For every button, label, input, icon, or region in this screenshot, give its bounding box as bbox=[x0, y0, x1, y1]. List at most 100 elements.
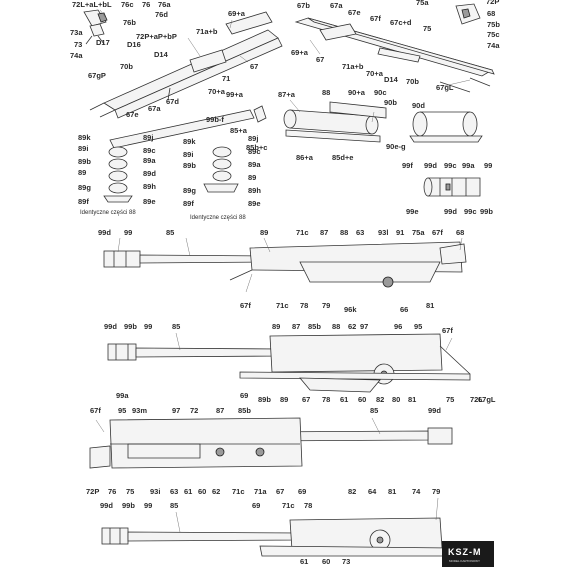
part-label: 89 bbox=[260, 228, 268, 237]
part-label: 97 bbox=[360, 322, 368, 331]
part-label: 85b bbox=[308, 322, 321, 331]
part-label: 70b bbox=[406, 77, 419, 86]
part-label: 85 bbox=[170, 501, 178, 510]
part-label: D16 bbox=[127, 40, 141, 49]
part-label: 89 bbox=[78, 168, 86, 177]
part-label: 99a bbox=[116, 391, 129, 400]
part-label: 67gP bbox=[88, 71, 106, 80]
leader-lines bbox=[95, 9, 471, 533]
part-label: 78 bbox=[322, 395, 330, 404]
part-label: 71c bbox=[296, 228, 309, 237]
part-label: 99 bbox=[144, 501, 152, 510]
part-label: 99c bbox=[464, 207, 477, 216]
part-label: 81 bbox=[388, 487, 396, 496]
part-label: 75 bbox=[423, 24, 431, 33]
part-label: 81 bbox=[408, 395, 416, 404]
part-label: 69 bbox=[240, 391, 248, 400]
part-label: 89j bbox=[248, 134, 258, 143]
part-label: 61 bbox=[300, 557, 308, 566]
logo-subtext: MODEL KARTONOWY bbox=[449, 559, 480, 563]
part-label: 78 bbox=[304, 501, 312, 510]
part-label: 78 bbox=[300, 301, 308, 310]
part-label: 87+a bbox=[278, 90, 296, 99]
part-label: 99b bbox=[480, 207, 493, 216]
part-label: 89b bbox=[258, 395, 271, 404]
ring-set-a bbox=[103, 146, 133, 203]
part-label: 87 bbox=[216, 406, 224, 415]
part-label: 74a bbox=[487, 41, 500, 50]
logo-text: KSZ-M bbox=[448, 547, 482, 557]
part-label: 64 bbox=[368, 487, 377, 496]
part-label: 99b bbox=[122, 501, 135, 510]
part-label: 61 bbox=[184, 487, 192, 496]
part-label: 99d bbox=[104, 322, 117, 331]
part-label: 95 bbox=[118, 406, 126, 415]
part-label: 75 bbox=[126, 487, 134, 496]
part-label: 76b bbox=[123, 18, 136, 27]
part-label: 99c bbox=[444, 161, 457, 170]
part-label: 89h bbox=[143, 182, 156, 191]
part-label: 71c bbox=[282, 501, 295, 510]
part-label: 63 bbox=[170, 487, 178, 496]
part-label: 71c bbox=[276, 301, 289, 310]
part-label: 99 bbox=[124, 228, 132, 237]
part-label: 93i bbox=[150, 487, 160, 496]
ksz-logo: KSZ-M MODEL KARTONOWY bbox=[442, 541, 494, 567]
left-trail-leg bbox=[83, 9, 283, 119]
part-label: 89 bbox=[280, 395, 288, 404]
part-label: 73 bbox=[342, 557, 350, 566]
part-label: 89d bbox=[143, 169, 156, 178]
part-label: 69 bbox=[252, 501, 260, 510]
part-label: 89j bbox=[143, 133, 153, 142]
part-label: 82 bbox=[348, 487, 356, 496]
part-label: 81 bbox=[426, 301, 434, 310]
part-label: 67gL bbox=[478, 395, 496, 404]
part-label: 67 bbox=[302, 395, 310, 404]
part-label: 60 bbox=[322, 557, 330, 566]
part-label: 71c bbox=[232, 487, 245, 496]
part-label: 71a+b bbox=[196, 27, 218, 36]
gun-view-1 bbox=[103, 241, 467, 288]
part-label: 89f bbox=[78, 197, 89, 206]
part-label: 89c bbox=[143, 146, 156, 155]
part-label: 88 bbox=[340, 228, 348, 237]
part-label: 89a bbox=[143, 156, 156, 165]
part-label: 76d bbox=[155, 10, 168, 19]
gun-view-3 bbox=[89, 417, 453, 469]
part-label: 67a bbox=[330, 1, 343, 10]
part-label: 79 bbox=[432, 487, 440, 496]
part-label: 79 bbox=[322, 301, 330, 310]
part-label: 67b bbox=[297, 1, 310, 10]
part-label: 85 bbox=[370, 406, 378, 415]
part-label: 90e-g bbox=[386, 142, 406, 151]
part-label: 99d bbox=[98, 228, 111, 237]
part-label: 99 bbox=[144, 322, 152, 331]
gun-view-4 bbox=[101, 517, 451, 557]
part-label: 73a bbox=[70, 28, 83, 37]
part-label: 75b bbox=[487, 20, 500, 29]
part-label: 99 bbox=[484, 161, 492, 170]
part-label: 99d bbox=[100, 501, 113, 510]
ring-note-b: Identyczne części 88 bbox=[190, 215, 246, 221]
part-label: 67a bbox=[148, 104, 161, 113]
part-label: 69+a bbox=[228, 9, 246, 18]
part-label: 76a bbox=[158, 0, 171, 9]
gun-view-2 bbox=[107, 333, 471, 393]
part-label: 86+a bbox=[296, 153, 314, 162]
part-label: 99b-f bbox=[206, 115, 224, 124]
part-label: 96k bbox=[344, 305, 357, 314]
part-label: 72L+aL+bL bbox=[72, 0, 112, 9]
part-label: 88 bbox=[332, 322, 340, 331]
part-label: 62 bbox=[348, 322, 356, 331]
part-label: 67e bbox=[126, 110, 139, 119]
part-label: 90c bbox=[374, 88, 387, 97]
part-label: 90b bbox=[384, 98, 397, 107]
barrel-subassembly bbox=[109, 101, 483, 149]
part-label: 97 bbox=[172, 406, 180, 415]
part-label: 66 bbox=[400, 305, 408, 314]
ring-note-a: Identyczne części 88 bbox=[80, 210, 136, 216]
part-label: 99b bbox=[124, 322, 137, 331]
part-label: 76c bbox=[121, 0, 134, 9]
part-label: 85+a bbox=[230, 126, 248, 135]
